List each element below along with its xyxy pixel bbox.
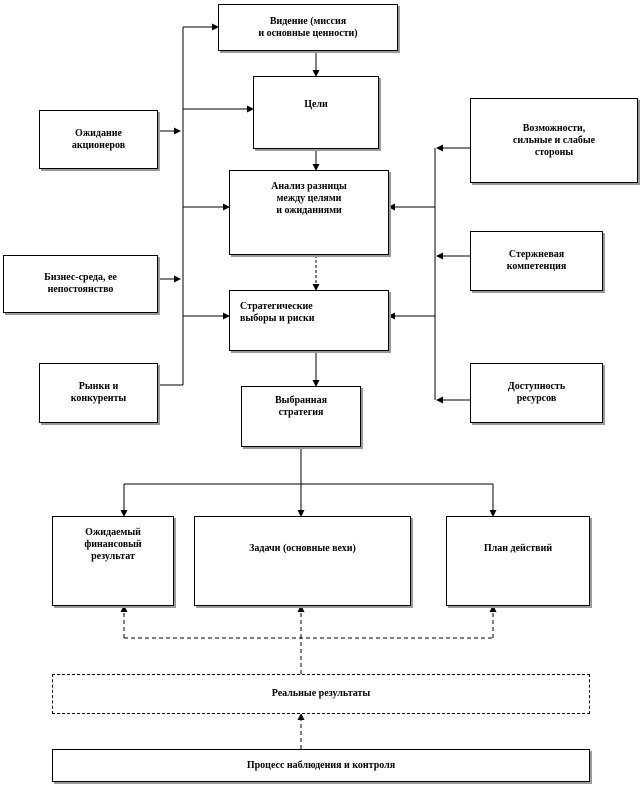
real-results-box: Реальные результаты — [52, 674, 590, 714]
opportunities-box: Возможности, сильные и слабые стороны — [470, 98, 638, 183]
strategic-choices-box: Стратегические выборы и риски — [229, 290, 389, 351]
core-competence-box: Стержневая компетенция — [470, 231, 603, 291]
goals-box: Цели — [253, 76, 379, 149]
chosen-strategy-box: Выбранная стратегия — [241, 386, 361, 447]
tasks-box: Задачи (основные вехи) — [194, 516, 411, 606]
shareholders-box: Ожидание акционеров — [39, 110, 158, 169]
markets-box: Рынки и конкуренты — [39, 363, 158, 423]
monitoring-box: Процесс наблюдения и контроля — [52, 749, 590, 782]
vision-box: Видение (миссия и основные ценности) — [218, 4, 398, 51]
gap-analysis-box: Анализ разницы между целями и ожиданиями — [229, 170, 389, 255]
business-env-box: Бизнес-среда, ее непостоянство — [3, 255, 158, 313]
action-plan-box: План действий — [446, 516, 590, 606]
expected-result-box: Ожидаемый финансовый результат — [52, 516, 174, 606]
resources-box: Доступность ресурсов — [470, 363, 603, 423]
